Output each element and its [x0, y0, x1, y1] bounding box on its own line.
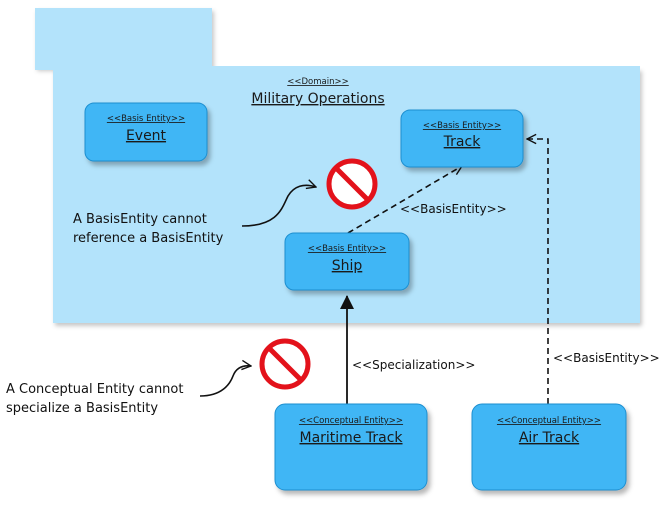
node-event[interactable]: <<Basis Entity>> Event — [84, 102, 208, 162]
node-maritime-track-stereotype: <<Conceptual Entity>> — [299, 416, 403, 426]
note-basis-entity: A BasisEntity cannot reference a BasisEn… — [73, 185, 316, 246]
prohibited-icon — [326, 158, 378, 210]
note-basis-pointer — [241, 185, 316, 227]
node-ship[interactable]: <<Basis Entity>> Ship — [284, 232, 410, 291]
package-tab — [35, 8, 212, 70]
note-conceptual-entity: A Conceptual Entity cannot specialize a … — [6, 366, 251, 416]
node-ship-stereotype: <<Basis Entity>> — [308, 244, 386, 254]
node-track[interactable]: <<Basis Entity>> Track — [400, 109, 524, 168]
note-conceptual-pointer — [199, 366, 251, 397]
node-track-stereotype: <<Basis Entity>> — [423, 121, 501, 131]
package-name: Military Operations — [251, 91, 384, 107]
note-basis-line1: A BasisEntity cannot — [73, 212, 207, 227]
node-maritime-track[interactable]: <<Conceptual Entity>> Maritime Track — [274, 403, 428, 491]
node-maritime-track-name: Maritime Track — [299, 430, 403, 446]
edge-label-air-to-track: <<BasisEntity>> — [553, 351, 660, 365]
node-event-stereotype: <<Basis Entity>> — [107, 114, 185, 124]
edge-label-ship-to-track: <<BasisEntity>> — [400, 202, 507, 216]
note-conceptual-line1: A Conceptual Entity cannot — [6, 382, 183, 397]
node-ship-name: Ship — [332, 258, 363, 274]
node-air-track-name: Air Track — [519, 430, 580, 446]
edge-ship-to-track[interactable] — [347, 166, 462, 234]
prohibited-icon — [259, 338, 311, 390]
package-stereotype: <<Domain>> — [287, 77, 348, 87]
node-air-track-stereotype: <<Conceptual Entity>> — [497, 416, 601, 426]
edge-label-maritime-to-ship: <<Specialization>> — [352, 358, 475, 372]
edge-air-to-track[interactable] — [527, 139, 549, 404]
note-basis-line2: reference a BasisEntity — [73, 231, 224, 246]
node-track-name: Track — [443, 134, 482, 150]
note-conceptual-line2: specialize a BasisEntity — [6, 401, 158, 416]
node-air-track[interactable]: <<Conceptual Entity>> Air Track — [471, 403, 627, 491]
node-event-name: Event — [126, 128, 167, 144]
